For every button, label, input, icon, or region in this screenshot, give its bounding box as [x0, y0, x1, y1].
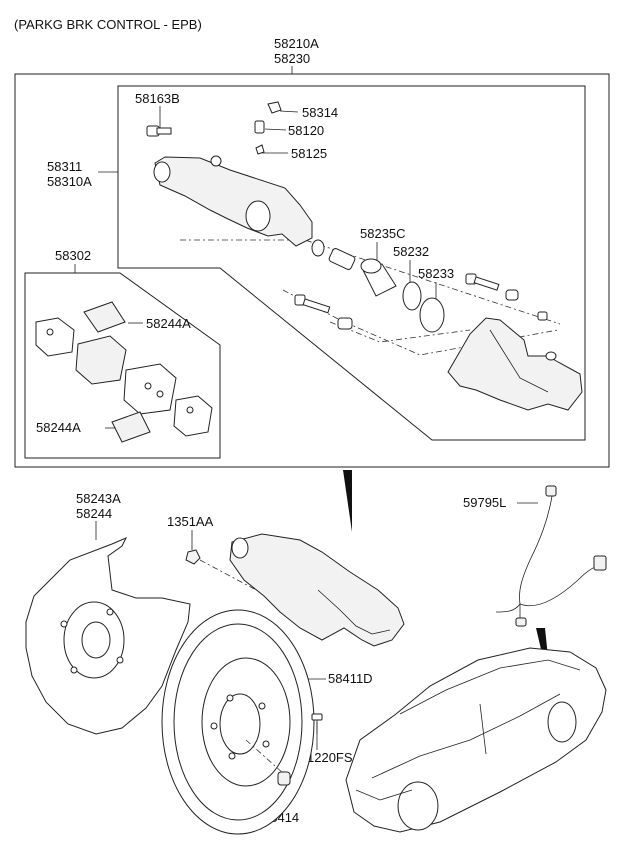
- label-58210A: 58210A: [274, 36, 319, 51]
- caliper-housing: [153, 155, 313, 247]
- label-58232: 58232: [393, 244, 429, 259]
- car-illustration: [345, 647, 607, 833]
- pad-backing-left: [35, 317, 75, 357]
- label-58311: 58311: [47, 159, 82, 174]
- axis-line-nut: [199, 559, 261, 593]
- axis-line-plug: [245, 739, 285, 775]
- guide-bushing-right: [505, 289, 519, 301]
- nut-1351AA: [185, 549, 201, 565]
- brake-pad-inner: [75, 335, 127, 385]
- guide-bushing-left: [337, 317, 353, 330]
- label-58244A-lower: 58244A: [36, 420, 81, 435]
- leader-58314: [279, 110, 299, 113]
- diagram-title: (PARKG BRK CONTROL - EPB): [14, 17, 202, 32]
- label-58125: 58125: [291, 146, 327, 161]
- label-58310A: 58310A: [47, 174, 92, 189]
- label-58411D: 58411D: [328, 671, 373, 686]
- bleeder-58120: [254, 120, 265, 134]
- caliper-subframe: [117, 85, 586, 441]
- screw-1220FS: [311, 713, 323, 734]
- axis-line-upper: [180, 239, 561, 325]
- label-58244A-upper: 58244A: [146, 316, 191, 331]
- label-58233: 58233: [418, 266, 454, 281]
- pad-clip-lower: [111, 411, 151, 443]
- label-58314: 58314: [302, 105, 338, 120]
- bolt-58163B: [146, 125, 172, 137]
- boot-58233: [419, 297, 445, 333]
- label-1351AA: 1351AA: [167, 514, 214, 529]
- pointer-arrow-upper: [343, 470, 352, 532]
- label-1220FS: 1220FS: [307, 750, 353, 765]
- label-58244: 58244: [76, 506, 112, 521]
- guide-bolt-left: [294, 294, 331, 314]
- label-58302: 58302: [55, 248, 91, 263]
- cap-58314: [267, 101, 282, 114]
- pad-clip-upper: [83, 301, 126, 333]
- piston-58235C: [360, 258, 397, 297]
- piston-guide-58235C: [328, 248, 356, 270]
- assembly-frame: [14, 73, 610, 468]
- leader-58120: [264, 128, 287, 131]
- label-58120: 58120: [288, 123, 324, 138]
- pad-backing-right: [173, 395, 213, 437]
- piston-seal-58232: [402, 281, 422, 311]
- guide-bolt-right: [465, 273, 500, 291]
- dust-cover-58243A: [25, 537, 191, 735]
- brake-pad-outer: [123, 363, 177, 415]
- brake-disc-58411D: [161, 609, 315, 835]
- label-58230: 58230: [274, 51, 310, 66]
- seal-ring-small: [311, 239, 325, 257]
- caliper-assembly-lower: [229, 533, 405, 647]
- label-59795L: 59795L: [463, 495, 506, 510]
- guide-cap-right: [537, 311, 548, 321]
- carrier-bracket: [447, 317, 583, 411]
- bleeder-cap-58125: [255, 144, 265, 155]
- label-58235C: 58235C: [360, 226, 406, 241]
- plug-58414: [277, 771, 291, 786]
- label-58243A: 58243A: [76, 491, 121, 506]
- pad-kit-subframe: [24, 272, 221, 459]
- sensor-harness-59795L: [495, 485, 607, 627]
- label-58163B: 58163B: [135, 91, 180, 106]
